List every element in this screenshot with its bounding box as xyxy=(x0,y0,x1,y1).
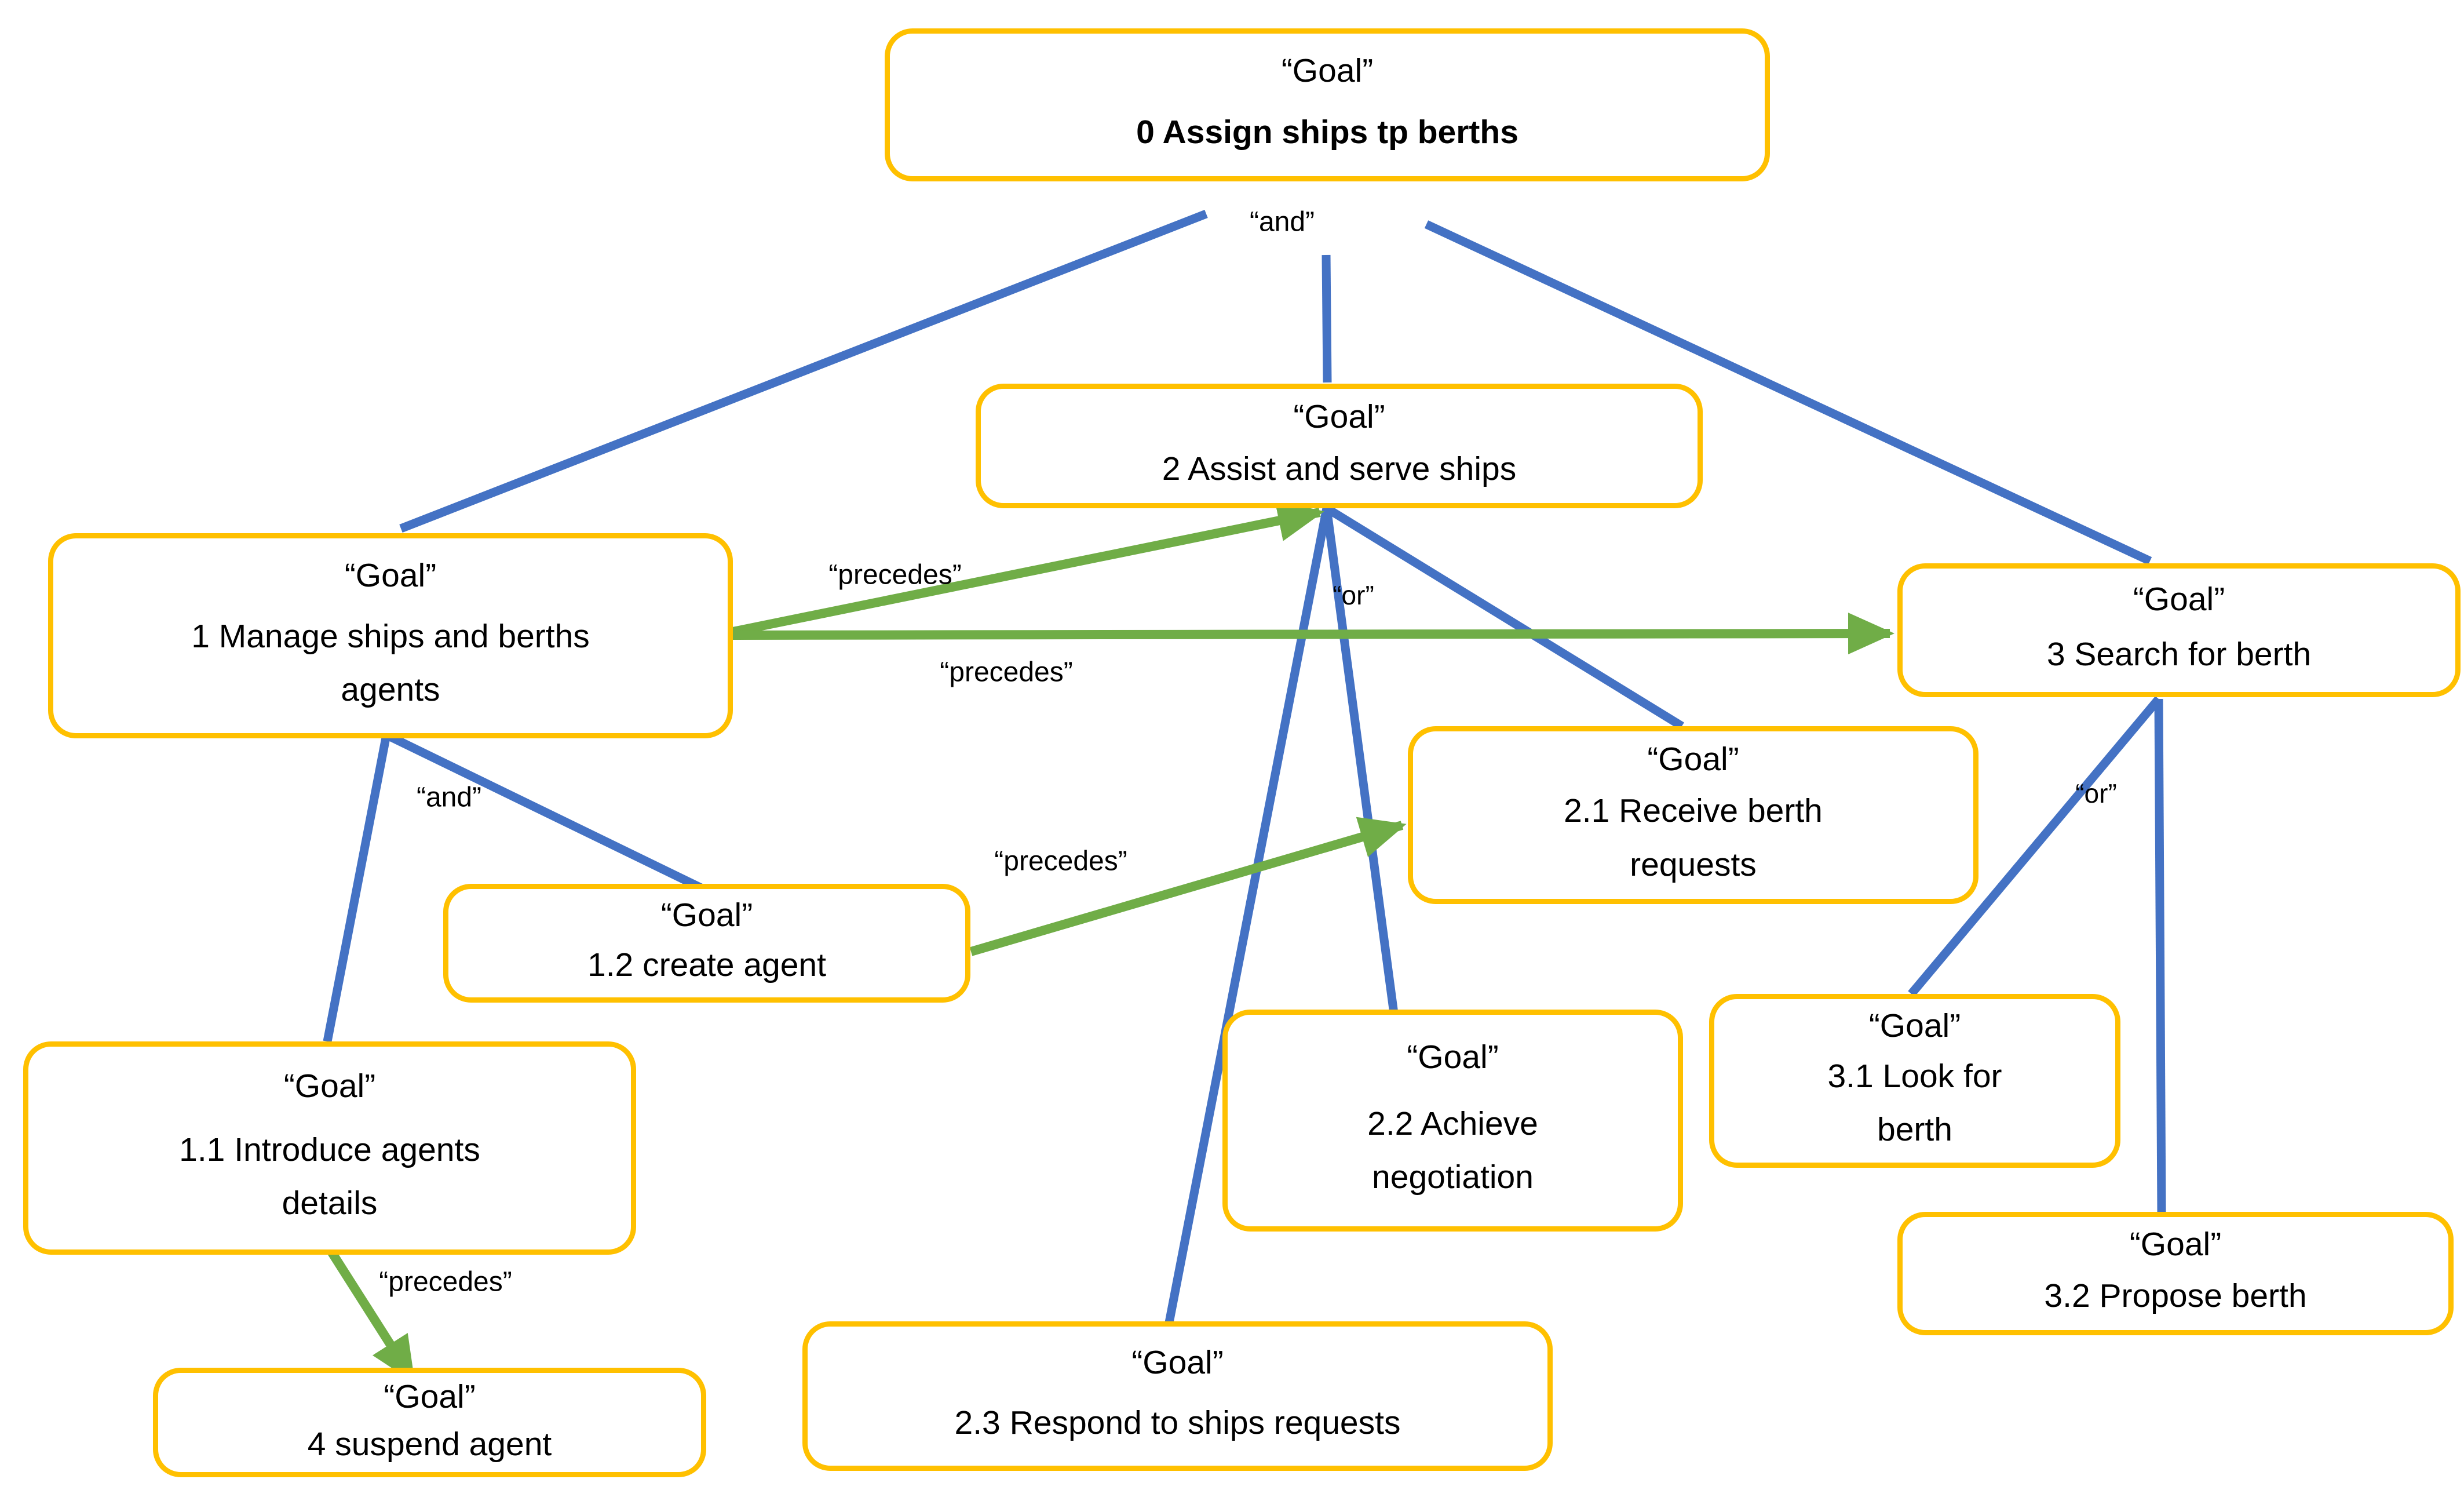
goal-name: 2.1 Receive berth requests xyxy=(1564,792,1823,883)
decomposition-line-g3-g3_2 xyxy=(2154,698,2166,1212)
decomposition-line-g2-g2_3 xyxy=(1165,507,1331,1324)
decomposition-line-g2-g2_2 xyxy=(1322,508,1410,1101)
goal-name: 2.2 Achieve negotiation xyxy=(1367,1105,1538,1196)
or-label-goal3: “or” xyxy=(2075,778,2117,808)
goal-node-1-manage-ships-berths: “Goal” 1 Manage ships and berths agents xyxy=(48,533,733,738)
goal-type-label: “Goal” xyxy=(384,1378,476,1415)
goal-name: 1 Manage ships and berths agents xyxy=(191,617,590,708)
precedes-arrow-g12-g21 xyxy=(969,817,1407,956)
goal-type-label: “Goal” xyxy=(1407,1039,1499,1076)
decomposition-line-g2-g2_1 xyxy=(1324,504,1684,730)
goal-name: 2 Assist and serve ships xyxy=(1162,450,1517,487)
goal-type-label: “Goal” xyxy=(2133,581,2225,618)
goal-type-label: “Goal” xyxy=(660,896,753,934)
goal-name: 4 suspend agent xyxy=(307,1426,552,1463)
goal-type-label: “Goal” xyxy=(1293,398,1385,436)
goal-node-3-2-propose-berth: “Goal” 3.2 Propose berth xyxy=(1897,1212,2454,1335)
goal-node-2-3-respond-to-ships-requests: “Goal” 2.3 Respond to ships requests xyxy=(802,1321,1553,1471)
goal-node-1-2-create-agent: “Goal” 1.2 create agent xyxy=(443,884,970,1003)
goal-name: 3.1 Look for berth xyxy=(1827,1057,2002,1148)
or-label-goal2: “or” xyxy=(1333,580,1374,610)
goal-name: 3.2 Propose berth xyxy=(2044,1277,2307,1315)
goal-node-2-1-receive-berth-requests: “Goal” 2.1 Receive berth requests xyxy=(1408,726,1978,904)
decomposition-line-g3-g3_1 xyxy=(1908,696,2162,997)
goal-name: 1.1 Introduce agents details xyxy=(179,1131,480,1222)
precedes-label-g12-g21: “precedes” xyxy=(994,846,1127,877)
goal-type-label: “Goal” xyxy=(2129,1226,2222,1263)
precedes-label-g11-g4: “precedes” xyxy=(379,1266,512,1298)
precedes-arrow-g1-g3 xyxy=(732,613,1894,655)
goal-type-label: “Goal” xyxy=(1647,741,1739,778)
decomposition-line-g1-g1_1 xyxy=(323,734,391,1043)
decomposition-line-g0-g1 xyxy=(399,210,1208,533)
goal-name: 0 Assign ships tp berths xyxy=(1136,114,1518,151)
goal-type-label: “Goal” xyxy=(283,1068,376,1105)
goal-node-3-1-look-for-berth: “Goal” 3.1 Look for berth xyxy=(1709,994,2120,1168)
decomposition-line-g0-g2 xyxy=(1322,254,1332,383)
precedes-label-g1-g2: “precedes” xyxy=(828,559,962,591)
goal-type-label: “Goal” xyxy=(344,556,437,594)
goal-name: 2.3 Respond to ships requests xyxy=(954,1404,1401,1442)
goal-type-label: “Goal” xyxy=(1131,1344,1224,1382)
goal-node-4-suspend-agent: “Goal” 4 suspend agent xyxy=(153,1368,706,1477)
goal-node-0-assign-ships: “Goal” 0 Assign ships tp berths xyxy=(885,28,1770,181)
and-label-goal1: “and” xyxy=(416,782,482,813)
decomposition-line-g0-g3 xyxy=(1424,220,2152,565)
goal-node-3-search-for-berth: “Goal” 3 Search for berth xyxy=(1897,563,2461,697)
precedes-arrow-g11-g4 xyxy=(324,1244,417,1383)
goal-type-label: “Goal” xyxy=(1281,52,1374,90)
and-label-root: “and” xyxy=(1249,206,1315,238)
goal-node-1-1-introduce-agents-details: “Goal” 1.1 Introduce agents details xyxy=(23,1041,636,1255)
goal-node-2-assist-serve-ships: “Goal” 2 Assist and serve ships xyxy=(976,384,1703,508)
goal-node-2-2-achieve-negotiation: “Goal” 2.2 Achieve negotiation xyxy=(1222,1010,1683,1232)
goal-name: 3 Search for berth xyxy=(2046,636,2312,673)
precedes-arrow-g1-g2 xyxy=(732,500,1324,636)
goal-type-label: “Goal” xyxy=(1868,1007,1961,1044)
precedes-label-g1-g3: “precedes” xyxy=(940,657,1073,688)
goal-name: 1.2 create agent xyxy=(587,946,826,983)
decomposition-line-g1-g1_2 xyxy=(384,731,703,892)
